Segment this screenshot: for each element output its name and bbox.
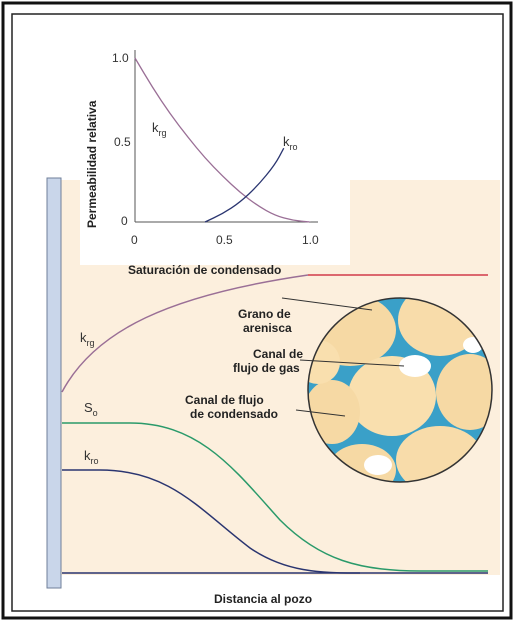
svg-text:Canal de flujo: Canal de flujo (185, 393, 264, 407)
inset-xtick-05: 0.5 (216, 233, 233, 247)
inset-ytick-1: 1.0 (112, 51, 129, 65)
inset-ytick-05: 0.5 (114, 135, 131, 149)
inset-ytick-0: 0 (121, 214, 128, 228)
inset-xtick-1: 1.0 (302, 233, 319, 247)
svg-text:de condensado: de condensado (190, 407, 278, 421)
inset-xlabel: Saturación de condensado (128, 263, 281, 277)
inset-ylabel: Permeabilidad relativa (85, 100, 99, 228)
wellbore (47, 178, 61, 588)
svg-text:Canal de: Canal de (253, 347, 303, 361)
grain-label: Grano de arenisca (238, 307, 292, 335)
gas-bubble (364, 455, 392, 475)
svg-text:Grano de: Grano de (238, 307, 291, 321)
inset-xtick-0: 0 (131, 233, 138, 247)
svg-text:arenisca: arenisca (243, 321, 292, 335)
svg-text:flujo de gas: flujo de gas (233, 361, 300, 375)
distance-label: Distancia al pozo (214, 592, 312, 606)
